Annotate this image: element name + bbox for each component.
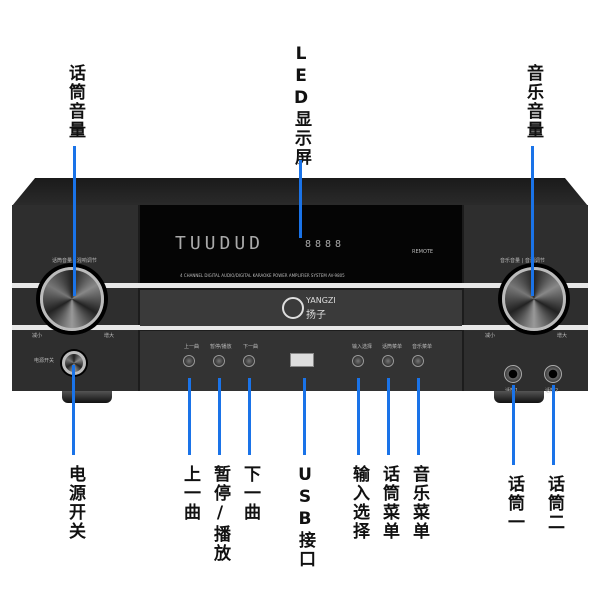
increase-label: 增大: [104, 333, 115, 339]
callout-mic-menu: 话筒菜单: [379, 465, 399, 541]
power-label: 电源开关: [34, 358, 55, 364]
btn-label: 输入选择: [352, 344, 373, 350]
callout-next: 下一曲: [240, 465, 260, 522]
mic1-jack[interactable]: [504, 365, 522, 383]
music-menu-button[interactable]: [412, 355, 424, 367]
usb-port[interactable]: [290, 353, 314, 367]
input-select-button[interactable]: [352, 355, 364, 367]
callout-line: [72, 365, 75, 455]
brand-cn: 扬子: [306, 310, 326, 321]
brand-en: YANGZI: [306, 296, 336, 305]
mic2-jack[interactable]: [544, 365, 562, 383]
brand-logo-icon: [282, 297, 304, 319]
btn-label: 暂停/播放: [210, 344, 232, 350]
btn-label: 上一曲: [184, 344, 200, 350]
callout-line: [73, 146, 76, 296]
callout-line: [387, 378, 390, 455]
callout-line: [552, 385, 555, 465]
callout-line: [248, 378, 251, 455]
callout-line: [531, 146, 534, 296]
callout-line: [357, 378, 360, 455]
decrease-label: 减小: [32, 333, 43, 339]
callout-line: [188, 378, 191, 455]
callout-music-volume: 音乐音量: [523, 64, 543, 140]
btn-label: 下一曲: [243, 344, 259, 350]
mic-menu-button[interactable]: [382, 355, 394, 367]
callout-mic-volume: 话筒音量: [65, 64, 85, 140]
foot: [62, 391, 112, 403]
callout-music-menu: 音乐菜单: [409, 465, 429, 541]
foot: [494, 391, 544, 403]
mic2-label: 话筒2: [545, 387, 558, 394]
callout-power: 电源开关: [65, 465, 85, 541]
callout-line: [303, 378, 306, 455]
display-digits: TUUDUD: [175, 233, 265, 254]
brand-strip: YANGZI 扬子: [140, 290, 462, 326]
mic-volume-knob[interactable]: [40, 267, 104, 331]
callout-mic1: 话筒一: [504, 475, 524, 532]
silver-stripe: [12, 283, 588, 288]
btn-label: 音乐菜单: [412, 344, 433, 350]
decrease-label: 减小: [485, 333, 496, 339]
callout-play-pause: 暂停/播放: [210, 465, 230, 563]
remote-label: REMOTE: [412, 249, 434, 255]
callout-led-display: LED显示屏: [291, 44, 311, 167]
callout-line: [299, 160, 302, 238]
model-line: 4 CHANNEL DIGITAL AUDIO/DIGITAL KARAOKE …: [180, 273, 345, 278]
right-knob-title: 音乐音量 | 音调调节: [500, 258, 545, 264]
callout-input-select: 输入选择: [349, 465, 369, 541]
next-track-button[interactable]: [243, 355, 255, 367]
music-volume-knob[interactable]: [502, 267, 566, 331]
control-strip: 上一曲 暂停/播放 下一曲 输入选择 话筒菜单 音乐菜单: [140, 331, 462, 391]
callout-usb: USB接口: [295, 465, 315, 569]
btn-label: 话筒菜单: [382, 344, 403, 350]
increase-label: 增大: [557, 333, 568, 339]
silver-stripe: [12, 325, 588, 330]
display-small-digits: 8888: [305, 239, 346, 250]
callout-mic2: 话筒二: [544, 475, 564, 532]
play-pause-button[interactable]: [213, 355, 225, 367]
callout-line: [512, 385, 515, 465]
callout-line: [218, 378, 221, 455]
callout-line: [417, 378, 420, 455]
prev-track-button[interactable]: [183, 355, 195, 367]
callout-prev: 上一曲: [180, 465, 200, 522]
